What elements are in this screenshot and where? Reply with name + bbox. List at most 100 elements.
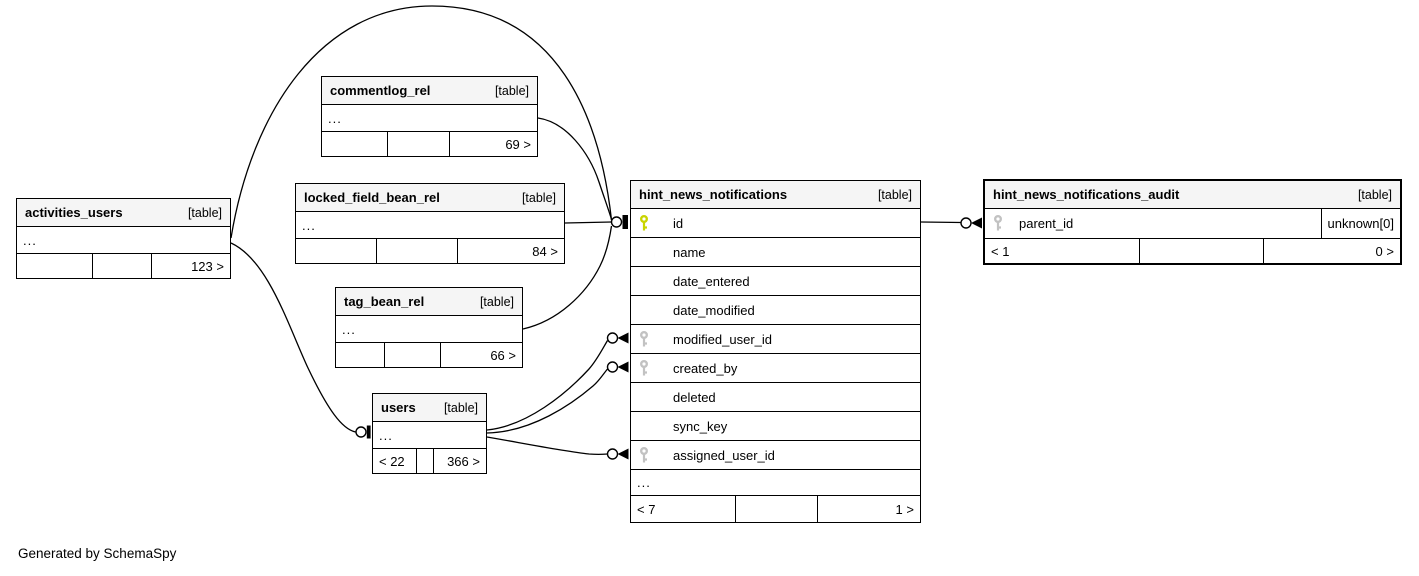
ellipsis-row: ... <box>373 422 486 449</box>
edge-circle <box>610 216 623 228</box>
edge-locked-to-id <box>564 221 612 224</box>
stats-row: 69 > <box>322 132 537 156</box>
column-name: name <box>673 244 706 260</box>
table-name[interactable]: users <box>381 400 416 415</box>
table-type-label: [table] <box>479 294 514 309</box>
table-header[interactable]: tag_bean_rel [table] <box>336 288 522 316</box>
stats-cell: 366 > <box>432 449 486 473</box>
stats-cell <box>415 449 433 473</box>
stats-cell <box>296 239 376 263</box>
stats-cell <box>386 132 449 156</box>
edge-arrowhead <box>617 361 629 373</box>
stats-row: 84 > <box>296 239 564 263</box>
column-row: id <box>631 209 920 238</box>
column-row: name <box>631 238 920 267</box>
table-box-hint-news-notifications[interactable]: hint_news_notifications [table] id name … <box>630 180 921 523</box>
column-row: sync_key <box>631 412 920 441</box>
column-name: id <box>673 215 684 231</box>
primary-key-icon <box>640 214 648 230</box>
column-row: date_modified <box>631 296 920 325</box>
edge-arrowhead <box>617 448 629 460</box>
stats-cell: 1 > <box>817 496 920 522</box>
stats-cell: < 7 <box>637 501 656 517</box>
table-box-users[interactable]: users [table] ... < 22 366 > <box>372 393 487 474</box>
ellipsis-row: ... <box>296 212 564 239</box>
column-name: sync_key <box>673 418 728 434</box>
edge-circle <box>606 448 619 460</box>
column-row: deleted <box>631 383 920 412</box>
table-type-label: [table] <box>521 190 556 205</box>
table-name[interactable]: tag_bean_rel <box>344 294 425 309</box>
ellipsis-label: ... <box>23 232 37 248</box>
table-box-tag-bean-rel[interactable]: tag_bean_rel [table] ... 66 > <box>335 287 523 368</box>
edge-circle <box>355 426 367 438</box>
ellipsis-row: ... <box>631 470 920 496</box>
ellipsis-label: ... <box>379 427 393 443</box>
table-box-hint-news-notifications-audit[interactable]: hint_news_notifications_audit [table] pa… <box>983 179 1402 265</box>
table-name[interactable]: activities_users <box>25 205 123 220</box>
stats-cell <box>1138 239 1264 263</box>
column-name: created_by <box>673 360 738 376</box>
table-box-commentlog-rel[interactable]: commentlog_rel [table] ... 69 > <box>321 76 538 157</box>
column-name: assigned_user_id <box>673 447 775 463</box>
foreign-key-icon <box>640 446 648 462</box>
stats-row: 66 > <box>336 343 522 367</box>
table-header[interactable]: hint_news_notifications [table] <box>631 181 920 209</box>
table-box-activities-users[interactable]: activities_users [table] ... 123 > <box>16 198 231 279</box>
column-name: date_modified <box>673 302 755 318</box>
ellipsis-row: ... <box>17 227 230 254</box>
table-header[interactable]: commentlog_rel [table] <box>322 77 537 105</box>
table-name[interactable]: locked_field_bean_rel <box>304 190 440 205</box>
stats-cell <box>384 343 440 367</box>
ellipsis-row: ... <box>336 316 522 343</box>
table-type-label: [table] <box>494 83 529 98</box>
column-row: modified_user_id <box>631 325 920 354</box>
stats-row: 123 > <box>17 254 230 278</box>
table-name[interactable]: hint_news_notifications_audit <box>993 187 1180 202</box>
column-row: date_entered <box>631 267 920 296</box>
table-type-label: [table] <box>1357 187 1392 202</box>
edge-circle <box>606 332 619 344</box>
table-header[interactable]: activities_users [table] <box>17 199 230 227</box>
stats-cell: 66 > <box>440 343 522 367</box>
stats-cell <box>17 254 92 278</box>
table-type-label: [table] <box>443 400 478 415</box>
edge-circle <box>606 361 619 373</box>
generated-by-note: Generated by SchemaSpy <box>18 546 177 561</box>
stats-cell <box>336 343 384 367</box>
column-name: date_entered <box>673 273 750 289</box>
stats-cell: 123 > <box>151 254 230 278</box>
edge-tee <box>622 215 628 229</box>
edge-users-to-created <box>486 368 608 434</box>
edge-arrowhead <box>971 217 982 229</box>
table-header[interactable]: users [table] <box>373 394 486 422</box>
table-name[interactable]: hint_news_notifications <box>639 187 788 202</box>
stats-row: < 7 1 > <box>631 496 920 522</box>
ellipsis-row: ... <box>322 105 537 132</box>
stats-cell: 84 > <box>456 239 564 263</box>
table-box-locked-field-bean-rel[interactable]: locked_field_bean_rel [table] ... 84 > <box>295 183 565 264</box>
ellipsis-label: ... <box>342 321 356 337</box>
ellipsis-label: ... <box>328 110 342 126</box>
ellipsis-label: ... <box>302 217 316 233</box>
stats-cell: < 22 <box>379 453 405 469</box>
stats-cell: 69 > <box>448 132 537 156</box>
table-header[interactable]: locked_field_bean_rel [table] <box>296 184 564 212</box>
column-name: deleted <box>673 389 716 405</box>
edge-users-to-assigned <box>486 436 608 456</box>
ellipsis-label: ... <box>637 475 651 490</box>
stats-cell <box>322 132 387 156</box>
column-row: parent_id unknown[0] <box>985 209 1400 239</box>
column-row: created_by <box>631 354 920 383</box>
foreign-key-icon <box>994 215 1002 231</box>
table-name[interactable]: commentlog_rel <box>330 83 431 98</box>
table-header[interactable]: hint_news_notifications_audit [table] <box>985 181 1400 209</box>
stats-cell <box>735 496 817 522</box>
column-row: assigned_user_id <box>631 441 920 470</box>
column-name: parent_id <box>1019 216 1074 231</box>
stats-row: < 22 366 > <box>373 449 486 473</box>
stats-cell <box>91 254 152 278</box>
edge-arrowhead <box>617 332 629 344</box>
table-type-label: [table] <box>187 205 222 220</box>
